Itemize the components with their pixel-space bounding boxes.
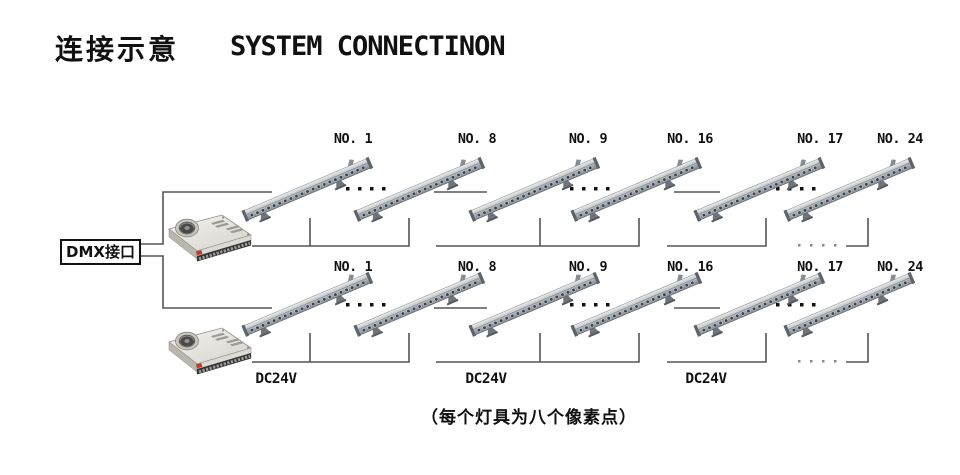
fixture-address-label: NO. 9 xyxy=(568,259,608,275)
psu-voltage-label: DC24V xyxy=(255,371,297,387)
dmx-feed-wire-top xyxy=(137,191,272,245)
fixture-address-label: NO. 17 xyxy=(797,131,843,147)
led-fixture-icon xyxy=(238,266,377,343)
fixture-address-label: NO. 1 xyxy=(333,259,373,275)
fixture-address-label: NO. 9 xyxy=(568,131,608,147)
power-supply-icon-bottom xyxy=(167,326,253,376)
fixture-address-label: NO. 24 xyxy=(877,259,923,275)
fixture-address-label: NO. 8 xyxy=(457,131,497,147)
power-bus-bottom xyxy=(252,333,869,363)
fixture-address-label: NO. 8 xyxy=(457,259,497,275)
power-bus-top xyxy=(252,218,869,247)
psu-voltage-label: DC24V xyxy=(685,371,727,387)
dmx-interface-label: DMX接口 xyxy=(66,243,135,261)
daisy-chain-links xyxy=(434,191,720,309)
fixture-address-label: NO. 17 xyxy=(797,259,843,275)
pixel-note-caption: （每个灯具为八个像素点） xyxy=(421,408,637,428)
dmx-interface-box: DMX接口 xyxy=(60,239,141,265)
dmx-feed-wire-bottom xyxy=(137,255,272,309)
wiring-layer xyxy=(137,191,869,363)
page-title-chinese: 连接示意 xyxy=(55,33,180,66)
page-title-english: SYSTEM CONNECTINON xyxy=(230,31,506,62)
fixture-address-label: NO. 16 xyxy=(667,259,713,275)
power-supply-icon-top xyxy=(167,213,253,263)
fixtures-layer xyxy=(238,151,919,343)
fixture-address-label: NO. 1 xyxy=(333,131,373,147)
psu-voltage-label: DC24V xyxy=(465,371,507,387)
fixture-address-label: NO. 24 xyxy=(877,131,923,147)
led-fixture-icon xyxy=(238,151,377,228)
fixture-address-label: NO. 16 xyxy=(667,131,713,147)
